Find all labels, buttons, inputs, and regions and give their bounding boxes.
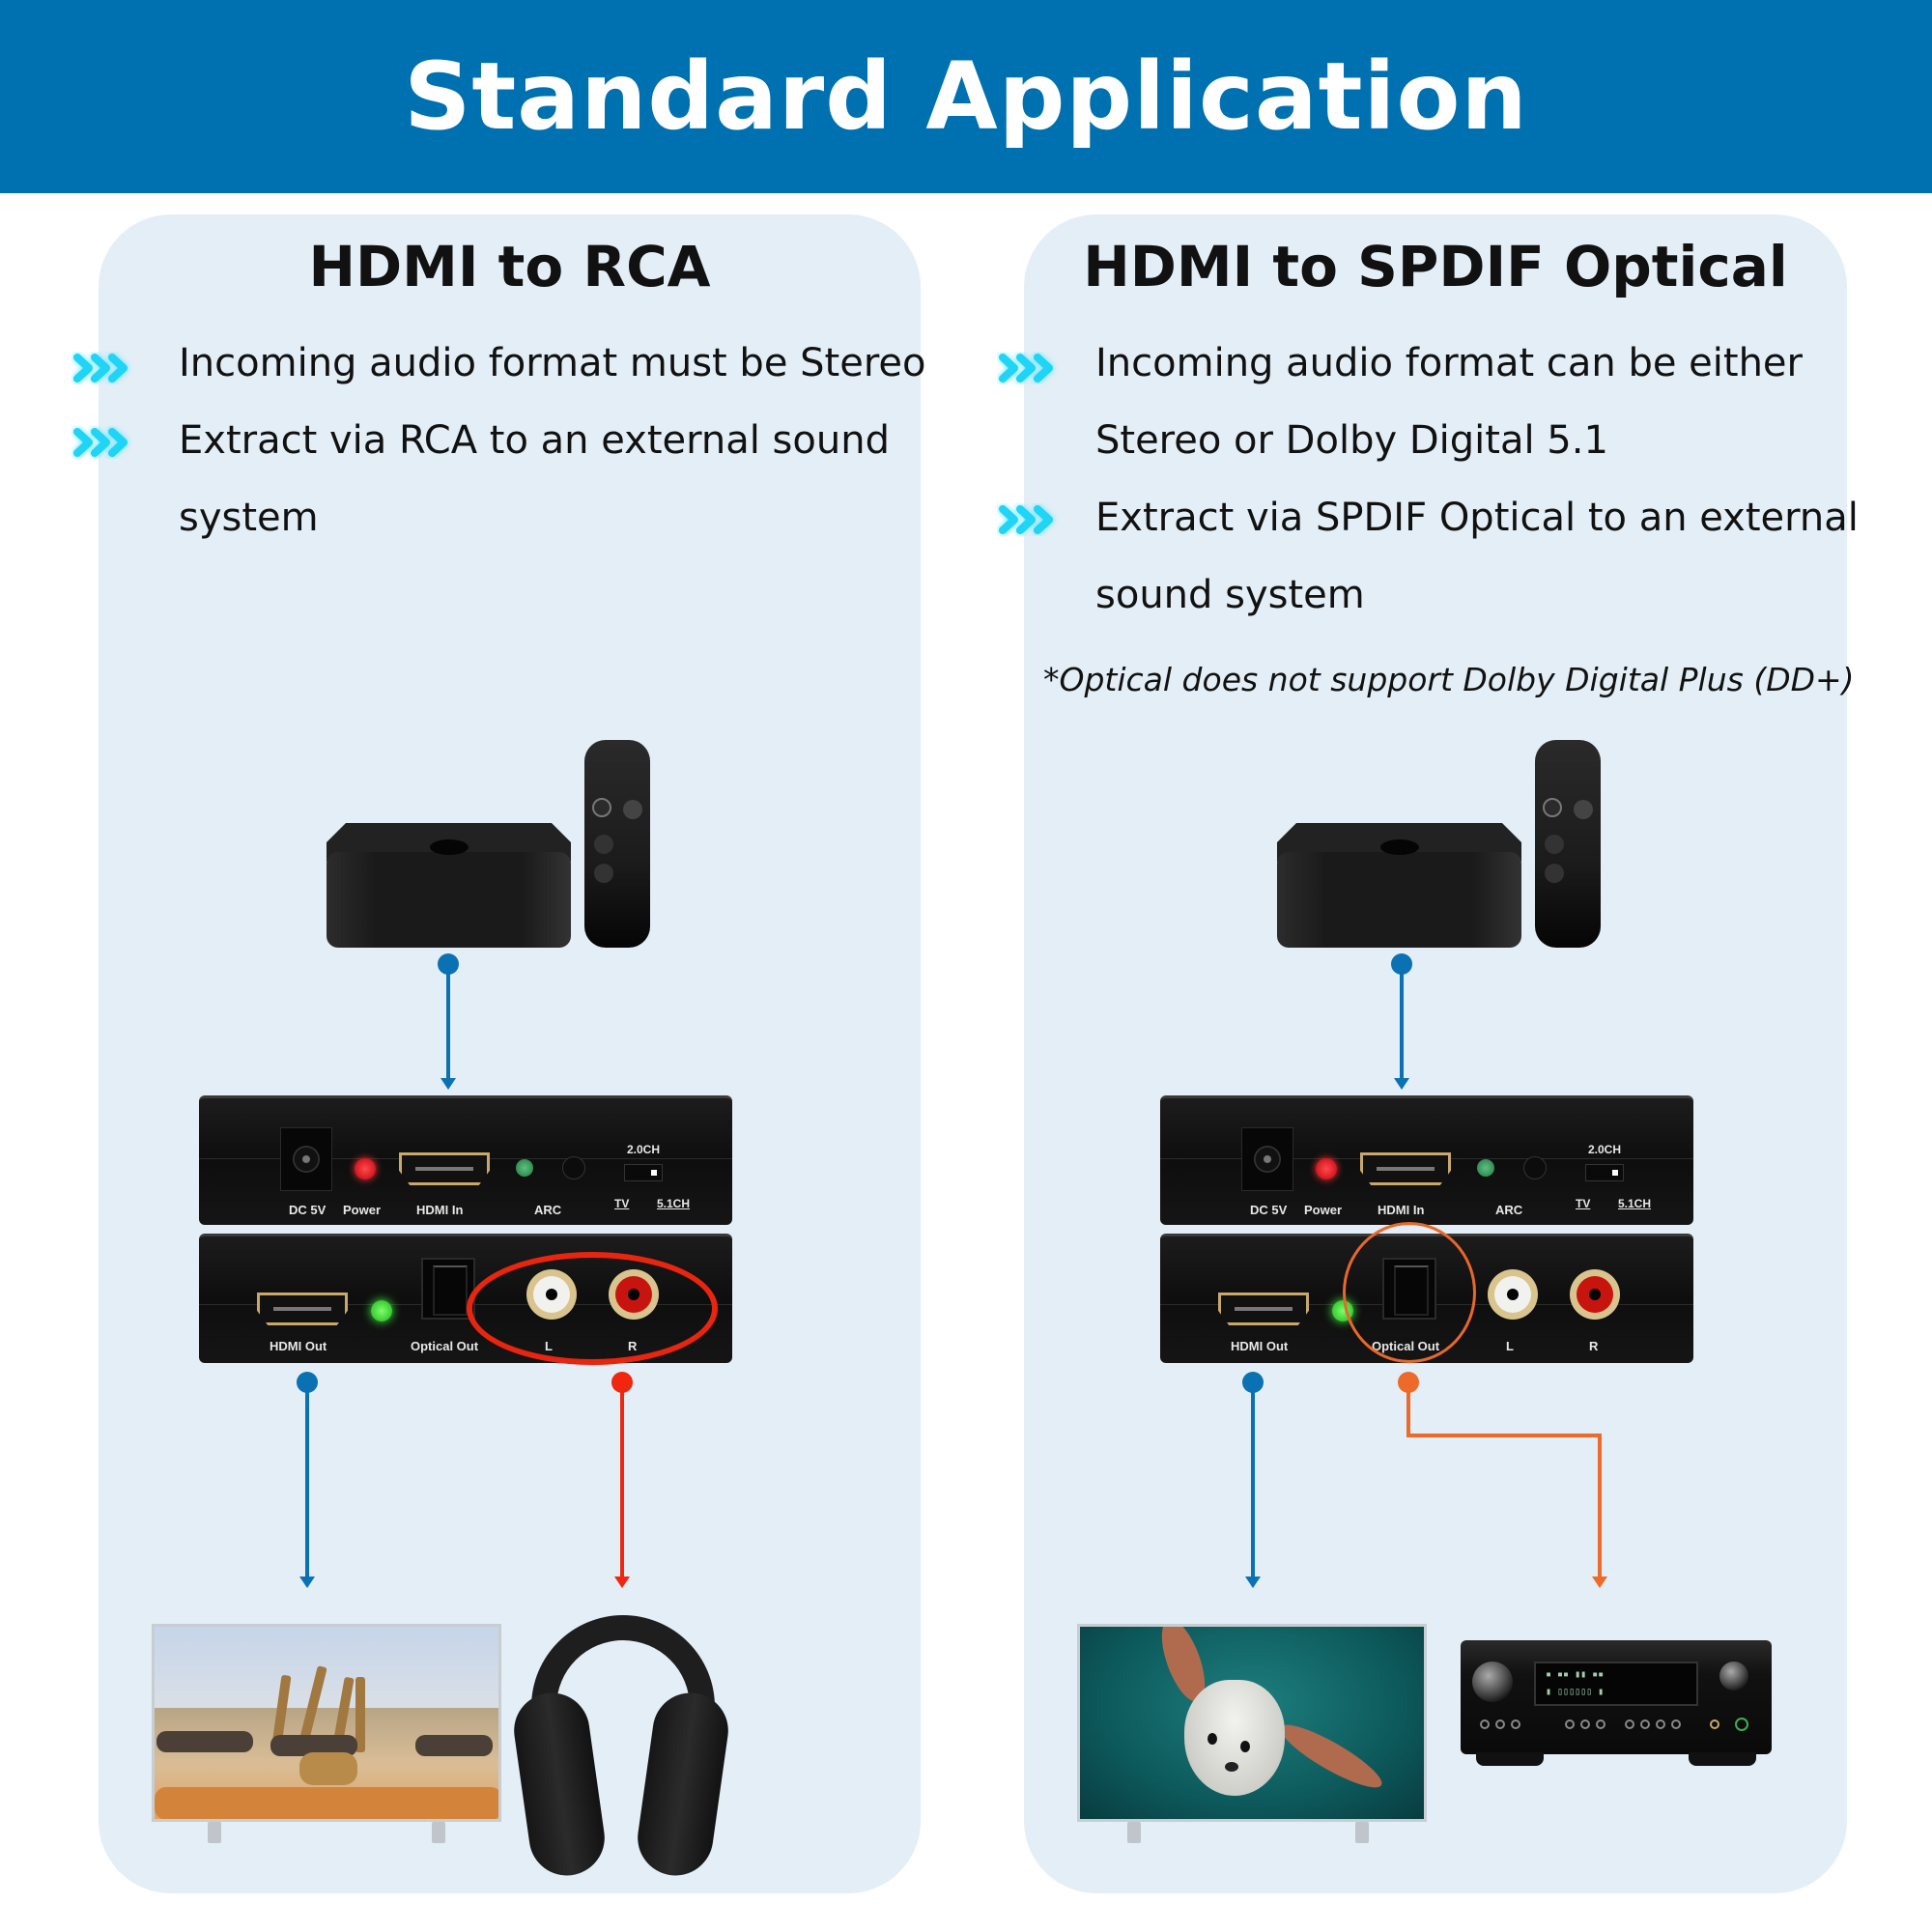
tv-stand-leg [1127, 1822, 1141, 1843]
power-led [355, 1158, 376, 1179]
chevron-bullet-icon [73, 428, 128, 457]
label-2ch: 2.0CH [1588, 1143, 1622, 1156]
extractor-front-panel: DC 5V Power HDMI In ARC 2.0CH TV 5.1CH [1160, 1095, 1693, 1225]
header-banner: Standard Application [0, 0, 1932, 193]
optical-highlight-circle [1343, 1222, 1476, 1363]
arrow-head-icon [1394, 1078, 1409, 1090]
rca-right-jack [1570, 1269, 1620, 1320]
label-tv: TV [1576, 1197, 1591, 1210]
hdmi-cable-line [1400, 964, 1404, 1078]
footnote: *Optical does not support Dolby Digital … [1043, 661, 1855, 698]
receiver-display: ▪ ▪▪ ▮▮ ▪▪ ▮ ▯▯▯▯▯▯ ▮ [1534, 1662, 1698, 1706]
chevron-bullet-icon [999, 505, 1053, 534]
panel-hdmi-to-spdif-optical [1024, 214, 1847, 1893]
label-51ch: 5.1CH [1618, 1197, 1652, 1210]
power-led [1316, 1158, 1337, 1179]
arrow-head-icon [299, 1577, 315, 1588]
label-l: L [1506, 1339, 1514, 1353]
label-2ch: 2.0CH [627, 1143, 661, 1156]
tv-seal-icon [1077, 1624, 1427, 1822]
label-r: R [1589, 1339, 1599, 1353]
arrow-head-icon [1592, 1577, 1607, 1588]
receiver-foot [1689, 1752, 1756, 1766]
channel-switch [624, 1164, 663, 1181]
label-hdmi-out: HDMI Out [1231, 1339, 1289, 1353]
arc-led [516, 1159, 533, 1177]
arc-led [1477, 1159, 1494, 1177]
bullet-text: Incoming audio format can be either [1095, 341, 1803, 385]
streaming-box-icon [1277, 823, 1521, 948]
tv-savanna-icon [152, 1624, 501, 1822]
page-title: Standard Application [404, 43, 1528, 151]
arc-button [1523, 1156, 1547, 1179]
label-dc5v: DC 5V [1250, 1203, 1288, 1217]
panel-title-rca: HDMI to RCA [308, 234, 711, 299]
bullet-text: Extract via RCA to an external sound [179, 418, 890, 463]
remote-control-icon [584, 740, 650, 948]
status-led [371, 1300, 392, 1321]
av-receiver-icon: ▪ ▪▪ ▮▮ ▪▪ ▮ ▯▯▯▯▯▯ ▮ [1461, 1640, 1772, 1754]
label-hdmi-out: HDMI Out [270, 1339, 327, 1353]
label-hdmi-in: HDMI In [1378, 1203, 1425, 1217]
rca-left-jack [1488, 1269, 1538, 1320]
hdmi-out-cable-line [305, 1382, 309, 1577]
hdmi-in-port [1360, 1152, 1451, 1185]
dc-power-jack [1241, 1127, 1293, 1191]
bullet-text-continued: system [179, 496, 319, 540]
receiver-foot [1476, 1752, 1544, 1766]
hdmi-in-port [399, 1152, 490, 1185]
bullet-text-continued: sound system [1095, 573, 1365, 617]
chevron-bullet-icon [999, 354, 1053, 383]
volume-knob [1472, 1662, 1513, 1702]
optical-cable-line [1598, 1434, 1602, 1577]
tv-stand-leg [432, 1822, 445, 1843]
arc-button [562, 1156, 585, 1179]
extractor-front-panel: DC 5V Power HDMI In ARC 2.0CH TV 5.1CH [199, 1095, 732, 1225]
streaming-box-icon [327, 823, 571, 948]
channel-switch [1585, 1164, 1624, 1181]
arrow-head-icon [1245, 1577, 1261, 1588]
hdmi-out-port [257, 1293, 348, 1325]
label-power: Power [343, 1203, 382, 1217]
panel-title-optical: HDMI to SPDIF Optical [1083, 234, 1788, 299]
bullet-text: Incoming audio format must be Stereo [179, 341, 926, 385]
remote-control-icon [1535, 740, 1601, 948]
rca-cable-line [620, 1382, 624, 1577]
dc-power-jack [280, 1127, 332, 1191]
bullet-text-continued: Stereo or Dolby Digital 5.1 [1095, 418, 1608, 463]
label-hdmi-in: HDMI In [416, 1203, 464, 1217]
label-optical-out: Optical Out [411, 1339, 479, 1353]
source-knob [1719, 1662, 1748, 1690]
label-arc: ARC [534, 1203, 562, 1217]
label-power: Power [1304, 1203, 1343, 1217]
arrow-head-icon [440, 1078, 456, 1090]
label-51ch: 5.1CH [657, 1197, 691, 1210]
tv-stand-leg [208, 1822, 221, 1843]
chevron-bullet-icon [73, 354, 128, 383]
arrow-head-icon [614, 1577, 630, 1588]
label-arc: ARC [1495, 1203, 1523, 1217]
tv-stand-leg [1355, 1822, 1369, 1843]
optical-cable-line [1406, 1382, 1410, 1437]
optical-cable-line [1406, 1434, 1602, 1437]
label-dc5v: DC 5V [289, 1203, 327, 1217]
hdmi-out-cable-line [1251, 1382, 1255, 1577]
bullet-text: Extract via SPDIF Optical to an external [1095, 496, 1859, 540]
rca-highlight-ellipse [467, 1252, 718, 1365]
hdmi-cable-line [446, 964, 450, 1078]
panel-hdmi-to-rca [99, 214, 921, 1893]
headphones-icon [509, 1615, 733, 1881]
label-tv: TV [614, 1197, 630, 1210]
hdmi-out-port [1218, 1293, 1309, 1325]
